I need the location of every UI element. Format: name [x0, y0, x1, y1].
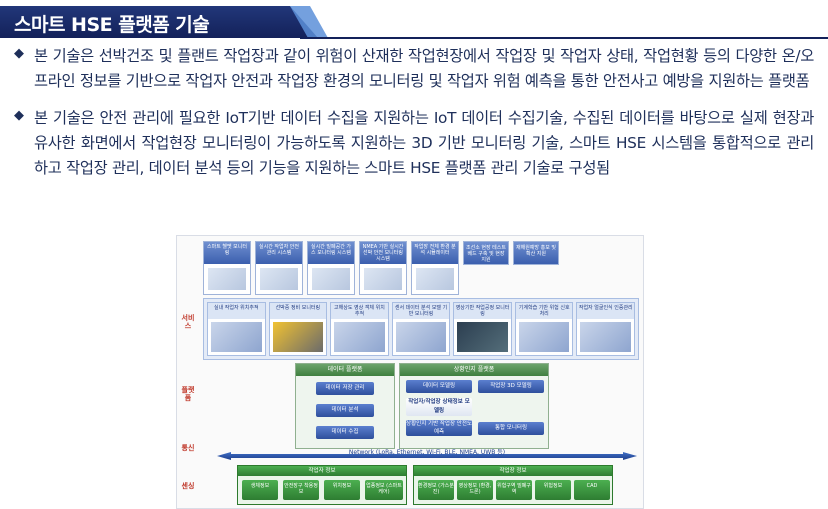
sensing-item: CAD	[574, 480, 610, 500]
title-bar: 스마트 HSE 플랫폼 기술	[0, 6, 828, 39]
double-arrow-icon	[217, 452, 637, 460]
platform-item: 데이터 저장 관리	[316, 382, 374, 395]
service-box: 기계학습 기반 위험 신호처리	[514, 302, 574, 356]
solution-image	[312, 268, 350, 290]
service-label: 실내 작업자 위치추적	[208, 303, 265, 319]
platform-item: 작업장 3D 모델링	[478, 380, 544, 393]
site-info-group: 작업장 정보 환경정보 (가스분진) 영상정보 (환경,드론) 위험구역 밀폐구…	[413, 465, 613, 505]
solution-row: 스마트 헬멧 모니터링 실시간 작업자 안전관리 시스템 실시간 밀폐공간 가스…	[203, 241, 559, 295]
site-info-title: 작업장 정보	[414, 466, 612, 476]
service-box: 작업자 얼굴인식 인증관리	[576, 302, 636, 356]
solution-box: 실시간 작업자 안전관리 시스템	[255, 241, 303, 295]
service-label: 고해상도 영상 객체 위치 추적	[331, 303, 388, 319]
diamond-bullet-icon: ◆	[14, 108, 24, 123]
solution-image	[364, 268, 402, 290]
data-platform-title: 데이터 플랫폼	[296, 364, 394, 376]
platform-item: 상황인지 기반 작업장 안전도 예측	[406, 420, 472, 436]
bullet-text: 본 기술은 안전 관리에 필요한 IoT기반 데이터 수집을 지원하는 IoT …	[34, 109, 814, 177]
solution-image	[208, 268, 246, 290]
service-label: 선박중 정비 모니터링	[269, 303, 327, 319]
sensing-item: 위험정보	[535, 480, 571, 500]
sensing-item: 업종정보 (스마트케어)	[365, 480, 403, 500]
platform-item: 데이터 분석	[316, 404, 374, 417]
platform-item: 데이터 모델링	[406, 380, 472, 393]
solution-label: 작업장 전체 환경 분석 시뮬레이터	[412, 242, 458, 264]
context-platform: 상황인지 플랫폼 데이터 모델링 작업장 3D 모델링 작업자/작업장 상태정보…	[399, 363, 549, 449]
solution-box: NMEA 기반 실시간 선박 안전 모니터링 시스템	[359, 241, 407, 295]
sensing-item: 생체정보	[242, 480, 278, 500]
side-label-sensing: 센싱	[181, 482, 195, 490]
worker-info-group: 작업자 정보 생체정보 안전장구 착용정보 위치정보 업종정보 (스마트케어)	[237, 465, 407, 505]
service-label: 센서 데이터 분석 모델 기반 모니터링	[392, 303, 450, 319]
title-underline	[300, 37, 828, 39]
sensing-item: 환경정보 (가스분진)	[418, 480, 454, 500]
sensing-item: 안전장구 착용정보	[283, 480, 319, 500]
diamond-bullet-icon: ◆	[14, 46, 24, 61]
service-image	[457, 322, 508, 352]
solution-box: 스마트 헬멧 모니터링	[203, 241, 251, 295]
service-box: 영상기반 작업공정 모니터링	[453, 302, 512, 356]
context-platform-title: 상황인지 플랫폼	[400, 364, 548, 376]
service-box: 고해상도 영상 객체 위치 추적	[330, 302, 389, 356]
service-box: 선박중 정비 모니터링	[268, 302, 328, 356]
service-image	[334, 322, 385, 352]
solution-label: 실시간 밀폐공간 가스 모니터링 시스템	[308, 242, 354, 264]
platform-item: 작업자/작업장 상태정보 모델링	[406, 398, 472, 416]
service-label: 영상기반 작업공정 모니터링	[454, 303, 511, 319]
solution-label: NMEA 기반 실시간 선박 안전 모니터링 시스템	[360, 242, 406, 264]
service-image	[395, 322, 447, 352]
side-label-service: 서비스	[181, 314, 195, 330]
service-image	[211, 322, 262, 352]
sensing-item: 위치정보	[324, 480, 360, 500]
title-background	[0, 6, 318, 38]
service-box: 실내 작업자 위치추적	[207, 302, 266, 356]
service-label: 작업자 얼굴인식 인증관리	[577, 303, 635, 319]
solution-image	[260, 268, 298, 290]
solution-label: 스마트 헬멧 모니터링	[204, 242, 250, 264]
service-row: 실내 작업자 위치추적 선박중 정비 모니터링 고해상도 영상 객체 위치 추적…	[203, 298, 639, 360]
platform-item: 데이터 수집	[316, 426, 374, 439]
service-image	[580, 322, 632, 352]
bullet-item: ◆ 본 기술은 안전 관리에 필요한 IoT기반 데이터 수집을 지원하는 Io…	[14, 106, 814, 181]
service-box: 센서 데이터 분석 모델 기반 모니터링	[391, 302, 451, 356]
network-label: Network (LoRa, Ethernet, Wi-Fi, BLE, NME…	[348, 449, 506, 456]
architecture-diagram: 서비스 플랫폼 통신 센싱 스마트 헬멧 모니터링 실시간 작업자 안전관리 시…	[176, 235, 644, 509]
network-arrow: Network (LoRa, Ethernet, Wi-Fi, BLE, NME…	[217, 447, 637, 465]
sensing-item: 위험구역 밀폐구역	[496, 480, 532, 500]
side-label-network: 통신	[181, 444, 195, 452]
platform-item: 통합 모니터링	[478, 422, 544, 435]
bullet-item: ◆ 본 기술은 선박건조 및 플랜트 작업장과 같이 위험이 산재한 작업현장에…	[14, 44, 814, 94]
sensing-item: 영상정보 (환경,드론)	[457, 480, 493, 500]
service-label: 기계학습 기반 위험 신호처리	[515, 303, 573, 319]
worker-info-title: 작업자 정보	[238, 466, 406, 476]
support-box: 조선소 현장 테스트베드 구축 및 현장 지원	[463, 241, 509, 265]
data-platform: 데이터 플랫폼 데이터 저장 관리 데이터 분석 데이터 수집	[295, 363, 395, 449]
service-image	[518, 322, 570, 352]
solution-label: 실시간 작업자 안전관리 시스템	[256, 242, 302, 264]
support-box: 재해원예방 홍보 및 확산 지원	[513, 241, 559, 265]
bullet-text: 본 기술은 선박건조 및 플랜트 작업장과 같이 위험이 산재한 작업현장에서 …	[34, 47, 814, 90]
bullet-list: ◆ 본 기술은 선박건조 및 플랜트 작업장과 같이 위험이 산재한 작업현장에…	[14, 44, 814, 193]
page-title: 스마트 HSE 플랫폼 기술	[14, 14, 210, 36]
service-image	[272, 322, 324, 352]
solution-box: 작업장 전체 환경 분석 시뮬레이터	[411, 241, 459, 295]
solution-image	[416, 268, 454, 290]
side-label-platform: 플랫폼	[181, 386, 195, 402]
solution-box: 실시간 밀폐공간 가스 모니터링 시스템	[307, 241, 355, 295]
